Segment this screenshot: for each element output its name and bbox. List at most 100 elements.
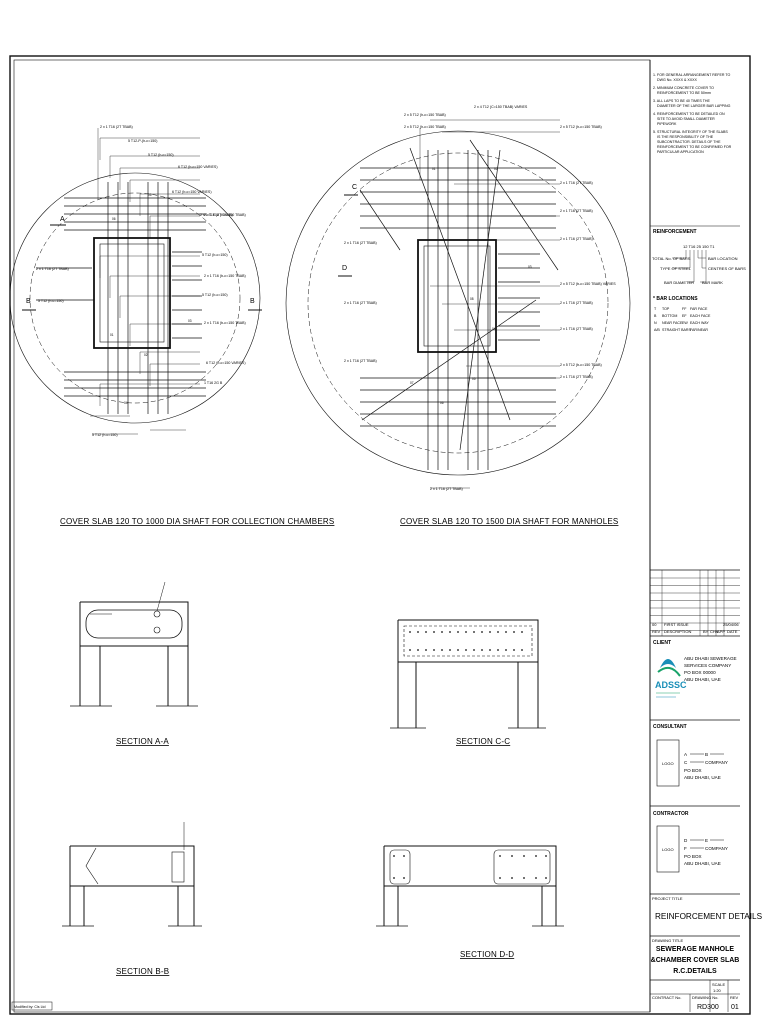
legend-total-bars: TOTAL No. OF BARS xyxy=(652,256,691,261)
title-manholes: COVER SLAB 120 TO 1500 DIA SHAFT FOR MAN… xyxy=(400,517,618,526)
modified-stamp: Modified by: Cls Ltd xyxy=(14,1005,46,1009)
bar-location-2-0: N xyxy=(654,321,657,325)
marker-c-label: C xyxy=(352,184,357,191)
plan1-label-7: 2 x 1 T16 (b-c=150 TBAB) xyxy=(204,274,246,278)
marker-b-right-label: B xyxy=(250,298,255,305)
title-block xyxy=(649,60,740,1012)
plan2-label-4: 2 x 5 T12 (h-c=150 TBAB) xyxy=(560,125,602,129)
rebar-dot xyxy=(523,855,525,857)
rebar-dot xyxy=(499,855,501,857)
plan1-label-13: 2 x 1 T16 (2T TBAB) xyxy=(36,267,69,271)
bar-location-2-2: EW xyxy=(682,321,688,325)
plan1-label-5: 2 x 1 T16 (b-c=150 TBAB) xyxy=(204,213,246,217)
client-name-line2: SERVICES COMPANY xyxy=(684,663,731,668)
rebar-dot xyxy=(433,649,435,651)
bar-location-0-0: T xyxy=(654,307,657,311)
bar-location-3-1: STRAIGHT BARS xyxy=(662,328,691,332)
rev-row-description: FIRST ISSUE xyxy=(664,622,689,627)
section-d-d-drawing xyxy=(376,845,564,927)
drawing-title-line1: SEWERAGE MANHOLE xyxy=(656,946,735,953)
rebar-dot xyxy=(535,855,537,857)
plan2-label-0: 2 x 4 T12 (C=150 TBAB) VARIES xyxy=(474,105,528,109)
plan1-label-12: 2 x 1 T16 (2T TBAB) xyxy=(200,213,233,217)
rebar-dot xyxy=(449,631,451,633)
rev-header-desc: DESCRIPTION xyxy=(664,629,691,634)
bar-location-1-0: B xyxy=(654,314,657,318)
bar-location-1-3: EACH FACE xyxy=(690,314,711,318)
drawing-title-line3: R.C.DETAILS xyxy=(673,968,717,975)
project-title: REINFORCEMENT DETAILS xyxy=(655,912,763,921)
plan2-barmark-6: 07 xyxy=(410,381,414,385)
legend-centres: CENTRES OF BARS xyxy=(708,266,746,271)
rebar-dot xyxy=(417,649,419,651)
rebar-dot xyxy=(497,631,499,633)
bar-location-1-2: EF xyxy=(682,314,687,318)
rebar-dot xyxy=(473,649,475,651)
rebar-dot xyxy=(513,649,515,651)
legend-bar-mark: BAR MARK xyxy=(702,280,723,285)
rebar-dot xyxy=(409,631,411,633)
contract-label: CONTRACT No. xyxy=(652,995,681,1000)
plan2-label-14: 2 x 1 T16 (2T TBAB) xyxy=(560,375,593,379)
contractor-name-e: E xyxy=(705,838,708,843)
plan2-label-9: 2 x 1 T16 (2T TBAB) xyxy=(560,301,593,305)
section-c-c-bars xyxy=(409,631,523,651)
plan1-label-3: 6 T12 (b-c=150 VARIES) xyxy=(178,165,218,169)
client-label: CLIENT xyxy=(653,640,671,646)
legend-bar-location: BAR LOCATION xyxy=(708,256,738,261)
plan2-label-13: 2 x 5 T12 (b-c=150 TBAB) xyxy=(560,363,602,367)
plan1-label-8: 5 T12 (b-c=150) xyxy=(202,293,228,297)
rebar-dot xyxy=(473,631,475,633)
drawing-no-label: DRAWING No. xyxy=(692,995,719,1000)
marker-b-label: B xyxy=(26,298,31,305)
section-c-c-drawing xyxy=(390,619,546,729)
legend-type-of-steel: TYPE OF STEEL xyxy=(660,266,692,271)
plan1-barmark-1: 02 xyxy=(144,353,148,357)
plan1-label-1: 5 T12-P-(h-c=150) xyxy=(128,139,157,143)
plan1-label-10: 6 T12 (b-c=150 VARIES) xyxy=(206,361,246,365)
plan2-label-8: 2 x 5 T12 (b-c=150 TBAB) VARIES xyxy=(560,282,616,286)
outer-border xyxy=(9,55,751,1015)
plan2-label-10: 2 x 1 T16 (2T TBAB) xyxy=(344,301,377,305)
bar-location-0-3: FAR FACE xyxy=(690,307,708,311)
rebar-dot xyxy=(393,855,395,857)
inner-border xyxy=(13,59,651,1013)
marker-d-label: D xyxy=(342,265,347,272)
section-marker-d: D xyxy=(338,265,352,277)
rev-header-rev: REV xyxy=(652,629,661,634)
client-city: ABU DHABI, UAE xyxy=(684,677,721,682)
rebar-dot xyxy=(521,649,523,651)
contractor-city: ABU DHABI, UAE xyxy=(684,861,721,866)
client-name-line1: ABU DHABI SEWERAGE xyxy=(684,656,737,661)
rebar-dot xyxy=(521,631,523,633)
rebar-dot xyxy=(449,649,451,651)
plan2-label-1: 2 x 5 T12 (h-c=150 TBAB) xyxy=(404,113,446,117)
plan2-label-12: 2 x 1 T16 (2T TBAB) xyxy=(344,359,377,363)
rebar-dot xyxy=(499,877,501,879)
rebar-dot xyxy=(481,649,483,651)
marker-a-label: A xyxy=(60,216,65,223)
section-marker-c: C xyxy=(344,184,358,196)
rev-label: REV xyxy=(730,995,739,1000)
drawing-title-line2: &CHAMBER COVER SLAB xyxy=(651,957,740,964)
bar-location-2-1: NEAR FACE xyxy=(662,321,683,325)
contractor-box: PO BOX xyxy=(684,854,702,859)
rebar-dot xyxy=(497,649,499,651)
bar-location-0-2: FF xyxy=(682,307,687,311)
plan1-label-14: 5 T12 (h-c=150) xyxy=(38,299,64,303)
consultant-name-a: A xyxy=(684,752,688,757)
plan2-label-11: 2 x 1 T16 (2T TBAB) xyxy=(560,327,593,331)
plan1-barmark-5: 06 xyxy=(112,217,116,221)
rebar-dot xyxy=(545,855,547,857)
rev-row-number: 00 xyxy=(652,622,657,627)
rebar-dot xyxy=(489,631,491,633)
rebar-dot xyxy=(441,631,443,633)
rebar-dot xyxy=(535,877,537,879)
rebar-dot xyxy=(465,631,467,633)
plan1-label-2: 5 T12 (h-c=150) xyxy=(148,153,174,157)
rebar-dot xyxy=(523,877,525,879)
plan-collection-labels: 2 x 1 T16 (2T TBAB) 5 T12-P-(h-c=150) 5 T1… xyxy=(36,125,246,437)
